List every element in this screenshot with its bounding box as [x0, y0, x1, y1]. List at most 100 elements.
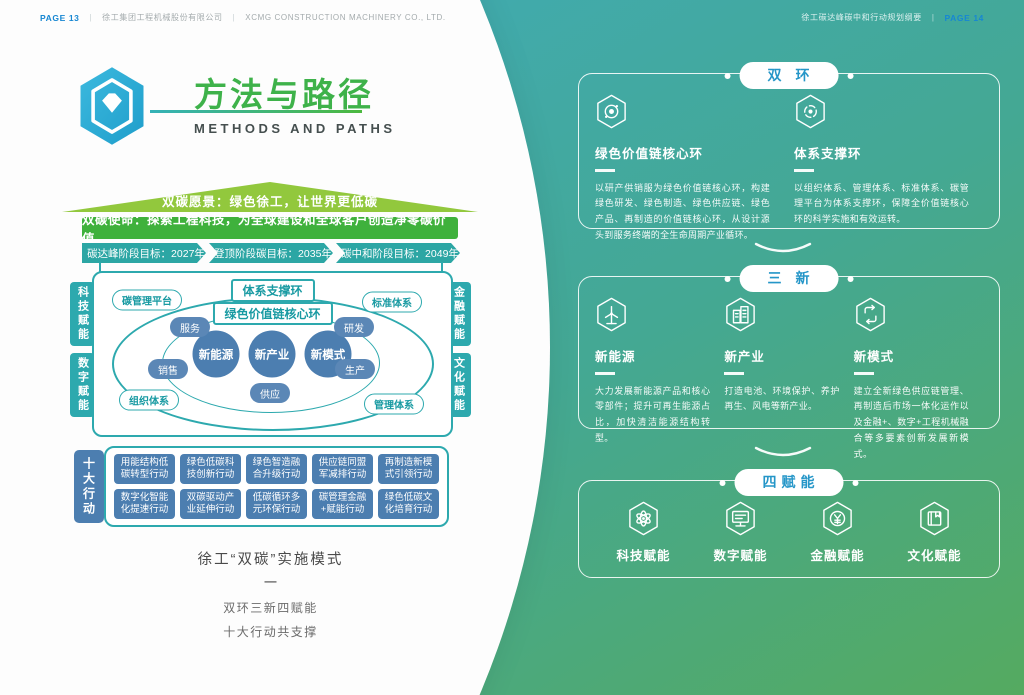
action-box: 碳管理金融 +赋能行动: [312, 489, 373, 519]
label-underline: [853, 372, 874, 375]
panel-item-body: 以组织体系、管理体系、标准体系、碳管理平台为体系支撑环，保障全价值链核心环的科学…: [794, 182, 969, 225]
panel-three-new: 三 新 新能源 大力发展新能源产品和核心零部件；提升可再生能源占比，加快清洁能源…: [578, 265, 1000, 459]
action-box: 绿色低碳文 化培育行动: [378, 489, 439, 519]
header-separator: |: [931, 13, 935, 22]
cycle-arrows-icon: [855, 297, 885, 332]
book-icon: [920, 501, 949, 536]
panel-item: 金融赋能: [789, 500, 886, 564]
panel-item: 新能源 大力发展新能源产品和核心零部件；提升可再生能源占比，加快清洁能源结构转型…: [595, 296, 724, 462]
panel-item: 数字赋能: [692, 500, 789, 564]
action-box: 供应链同盟 军减排行动: [312, 454, 373, 484]
panel-item-label: 绿色价值链核心环: [595, 147, 704, 161]
vision-text: 双碳愿景：绿色徐工，让世界更低碳: [161, 195, 378, 209]
company-name-en: XCMG CONSTRUCTION MACHINERY CO., LTD.: [245, 13, 446, 22]
caption-title: 徐工“双碳”实施模式: [197, 552, 344, 568]
node-sales: 销售: [148, 359, 188, 379]
factory-buildings-icon: [726, 297, 756, 332]
ring-support-icon: [796, 94, 825, 129]
panel-item-label: 科技赋能: [616, 549, 671, 563]
section-title-en: METHODS AND PATHS: [194, 121, 396, 136]
header-right: 徐工碳达峰碳中和行动规划纲要 | PAGE 14: [801, 12, 984, 23]
header-separator: |: [89, 13, 93, 22]
node-production: 生产: [335, 359, 375, 379]
tab-digital-empowerment: 数字赋能: [70, 353, 95, 417]
panel-item-label: 文化赋能: [907, 549, 962, 563]
panel-four-empowerments: 四赋能 科技赋能: [578, 469, 1000, 578]
panel-item-body: 建立全新绿色供应链管理、再制造后市场一体化运作以及金融+、数字+工程机械融合等多…: [853, 385, 969, 459]
stage-goals-row: 碳达峰阶段目标：2027年 登顶阶段碳目标：2035年 碳中和阶段目标：2049…: [82, 243, 460, 263]
xcmg-hexagon-logo: [76, 64, 148, 153]
ten-actions-grid: 用能结构低 碳转型行动 绿色低碳科 技创新行动 绿色智造融 合升级行动 供应链同…: [104, 446, 449, 527]
caption-dash: —: [264, 574, 277, 588]
panel-item-label: 新产业: [724, 350, 765, 364]
panel-pill-label: 三 新: [739, 265, 839, 292]
document-title: 徐工碳达峰碳中和行动规划纲要: [801, 13, 922, 22]
panel-item: 科技赋能: [595, 500, 692, 564]
action-box: 双碳驱动产 业延伸行动: [180, 489, 241, 519]
panel-item: 新产业 打造电池、环境保护、养护再生、风电等新产业。: [724, 296, 853, 462]
ten-actions-tab: 十大行动: [74, 450, 104, 523]
node-supply: 供应: [250, 383, 290, 403]
stage-goal: 碳达峰阶段目标：2027年: [82, 243, 206, 263]
panel-item: 文化赋能: [886, 500, 983, 564]
yen-coin-icon: [823, 501, 852, 536]
header-separator: |: [232, 13, 236, 22]
wave-connector-icon: [754, 242, 812, 253]
atom-icon: [629, 501, 658, 536]
node-rnd: 研发: [334, 317, 374, 337]
panel-item-label: 新模式: [853, 350, 895, 364]
action-box: 数字化智能 化提速行动: [114, 489, 175, 519]
panel-pill-label: 四赋能: [734, 469, 844, 496]
panel-item: 绿色价值链核心环 以研产供销服为绿色价值链核心环，构建绿色研发、绿色制造、绿色供…: [595, 93, 784, 244]
stage-goal: 登顶阶段碳目标：2035年: [209, 243, 333, 263]
page-number-left: PAGE 13: [40, 12, 80, 23]
caption-line: 双环三新四赋能: [223, 601, 318, 615]
page-number-right: PAGE 14: [944, 12, 984, 23]
panel-item-label: 体系支撑环: [794, 147, 862, 161]
label-underline: [595, 372, 615, 375]
core-ring-label: 绿色价值链核心环: [212, 302, 333, 325]
header-left: PAGE 13 | 徐工集团工程机械股份有限公司 | XCMG CONSTRUC…: [40, 12, 446, 23]
double-ring-diagram: 体系支撑环 绿色价值链核心环 碳管理平台 标准体系 组织体系 管理体系 服务 研…: [92, 271, 453, 437]
support-ring-label: 体系支撑环: [230, 279, 315, 302]
ring-core-icon: [597, 94, 626, 129]
panel-pill-label: 双 环: [739, 62, 839, 89]
node-management-system: 管理体系: [364, 393, 424, 415]
hexagon-gem-icon: [80, 67, 144, 145]
diagram-caption: 徐工“双碳”实施模式 — 双环三新四赋能 十大行动共支撑: [92, 548, 449, 640]
action-box: 再制造新模 式引领行动: [378, 454, 439, 484]
stage-goal: 碳中和阶段目标：2049年: [336, 243, 460, 263]
label-underline: [794, 169, 814, 172]
action-box: 低碳循环多 元环保行动: [246, 489, 307, 519]
node-standard-system: 标准体系: [362, 291, 422, 313]
panel-item: 新模式 建立全新绿色供应链管理、再制造后市场一体化运作以及金融+、数字+工程机械…: [853, 296, 983, 462]
action-box: 绿色智造融 合升级行动: [246, 454, 307, 484]
panel-item-label: 新能源: [595, 350, 636, 364]
node-service: 服务: [170, 317, 210, 337]
connector-line: [441, 262, 443, 272]
circle-new-energy: 新能源: [192, 330, 240, 378]
panel-double-ring: 双 环 绿色价值链核心环 以研产供销服为绿色价值链核心环，构建绿色研发、绿色制造…: [578, 62, 1000, 240]
circle-new-industry: 新产业: [248, 330, 296, 378]
panel-item-body: 以研产供销服为绿色价值链核心环，构建绿色研发、绿色制造、绿色供应链、绿色产品、再…: [595, 182, 770, 240]
caption-line: 十大行动共支撑: [223, 625, 318, 639]
wave-connector-icon: [754, 446, 812, 457]
panel-item-label: 数字赋能: [713, 549, 768, 563]
panel-item-label: 金融赋能: [810, 549, 865, 563]
label-underline: [724, 372, 745, 375]
panel-item-body: 打造电池、环境保护、养护再生、风电等新产业。: [724, 385, 840, 412]
panel-item: 体系支撑环 以组织体系、管理体系、标准体系、碳管理平台为体系支撑环，保障全价值链…: [784, 93, 983, 244]
mission-bar: 双碳使命：探索工程科技，为全球建设和全球客户创造净零碳价值: [82, 213, 458, 246]
connector-line: [99, 262, 101, 272]
title-divider-line: [150, 110, 362, 113]
node-carbon-platform: 碳管理平台: [112, 289, 182, 311]
panel-item-body: 大力发展新能源产品和核心零部件；提升可再生能源占比，加快清洁能源结构转型。: [595, 385, 711, 443]
section-title-cn: 方法与路径: [194, 76, 374, 113]
node-organization-system: 组织体系: [119, 389, 179, 411]
label-underline: [595, 169, 615, 172]
company-name-cn: 徐工集团工程机械股份有限公司: [102, 13, 223, 22]
wind-turbine-icon: [597, 297, 626, 332]
tab-tech-empowerment: 科技赋能: [70, 282, 95, 346]
action-box: 用能结构低 碳转型行动: [114, 454, 175, 484]
